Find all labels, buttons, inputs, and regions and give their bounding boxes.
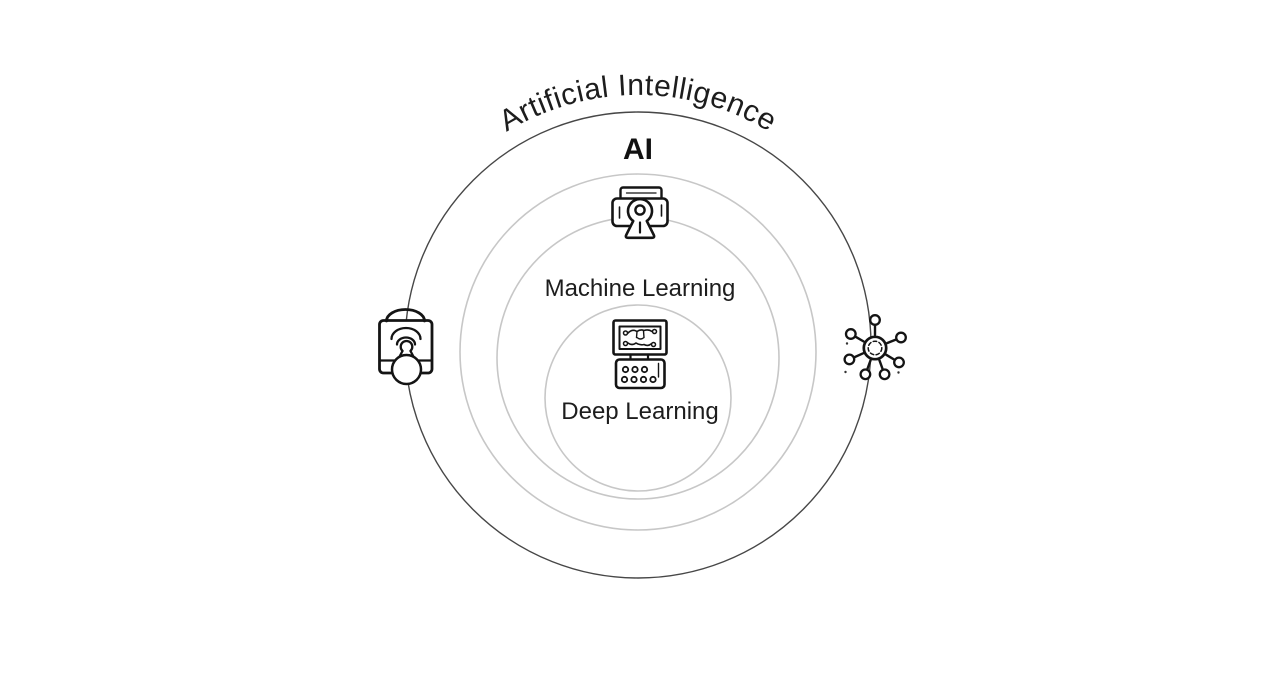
machine-learning-label: Machine Learning [545,275,736,302]
inner-ring-circle [496,216,780,500]
deep-learning-label: Deep Learning [561,398,718,425]
curved-title-textpath: Artificial Intelligence [494,69,782,138]
machine-learning-circle [459,173,817,531]
network-hub-icon [843,314,907,381]
ai-label: AI [623,133,653,166]
deep-learning-circle [544,304,732,492]
curved-title-text: Artificial Intelligence [494,69,783,138]
screen-broadcast-person-icon [378,308,434,386]
computer-neural-network-icon [612,319,668,390]
camera-vision-icon [611,186,669,240]
